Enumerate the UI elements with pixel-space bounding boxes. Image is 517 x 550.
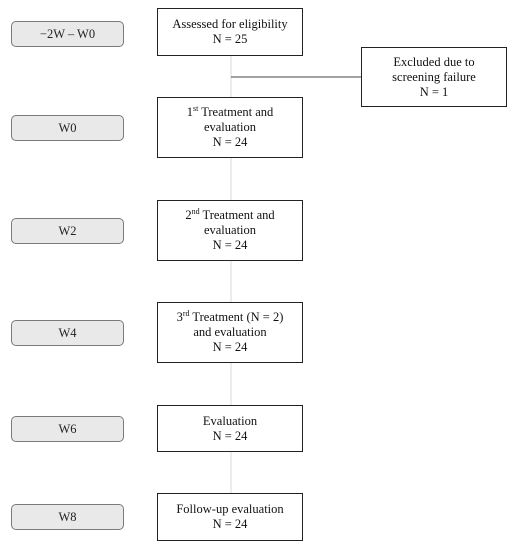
timepoint-screening: −2W – W0 (11, 21, 124, 47)
excluded-label-1: Excluded due to (393, 54, 475, 69)
assessed-box: Assessed for eligibility N = 25 (157, 8, 303, 56)
treatment3-box: 3rd Treatment (N = 2) and evaluation N =… (157, 302, 303, 363)
followup-count: N = 24 (212, 517, 248, 531)
assessed-label: Assessed for eligibility (172, 17, 288, 31)
excluded-box: Excluded due to screening failure N = 1 (361, 47, 507, 107)
treatment2-count: N = 24 (212, 238, 248, 252)
evaluation-box: Evaluation N = 24 (157, 405, 303, 452)
timepoint-w2: W2 (11, 218, 124, 244)
assessed-count: N = 25 (212, 32, 248, 46)
treatment2-box: 2nd Treatment and evaluation N = 24 (157, 200, 303, 261)
excluded-count: N = 1 (419, 84, 449, 99)
followup-label: Follow-up evaluation (176, 502, 284, 516)
timepoint-w4: W4 (11, 320, 124, 346)
treatment3-count: N = 24 (212, 340, 248, 354)
treatment3-label: 3rd Treatment (N = 2) (176, 308, 284, 324)
timepoint-w6: W6 (11, 416, 124, 442)
treatment1-label-2: evaluation (203, 120, 257, 134)
timepoint-w8: W8 (11, 504, 124, 530)
treatment3-label-2: and evaluation (193, 325, 267, 339)
treatment2-label-2: evaluation (203, 223, 257, 237)
evaluation-label: Evaluation (202, 413, 258, 428)
followup-box: Follow-up evaluation N = 24 (157, 493, 303, 541)
treatment1-box: 1st Treatment and evaluation N = 24 (157, 97, 303, 158)
excluded-label-2: screening failure (392, 69, 476, 84)
treatment1-count: N = 24 (212, 135, 248, 149)
treatment2-label: 2nd Treatment and (185, 206, 275, 222)
timepoint-w0: W0 (11, 115, 124, 141)
evaluation-count: N = 24 (212, 428, 248, 443)
treatment1-label: 1st Treatment and (186, 103, 274, 119)
